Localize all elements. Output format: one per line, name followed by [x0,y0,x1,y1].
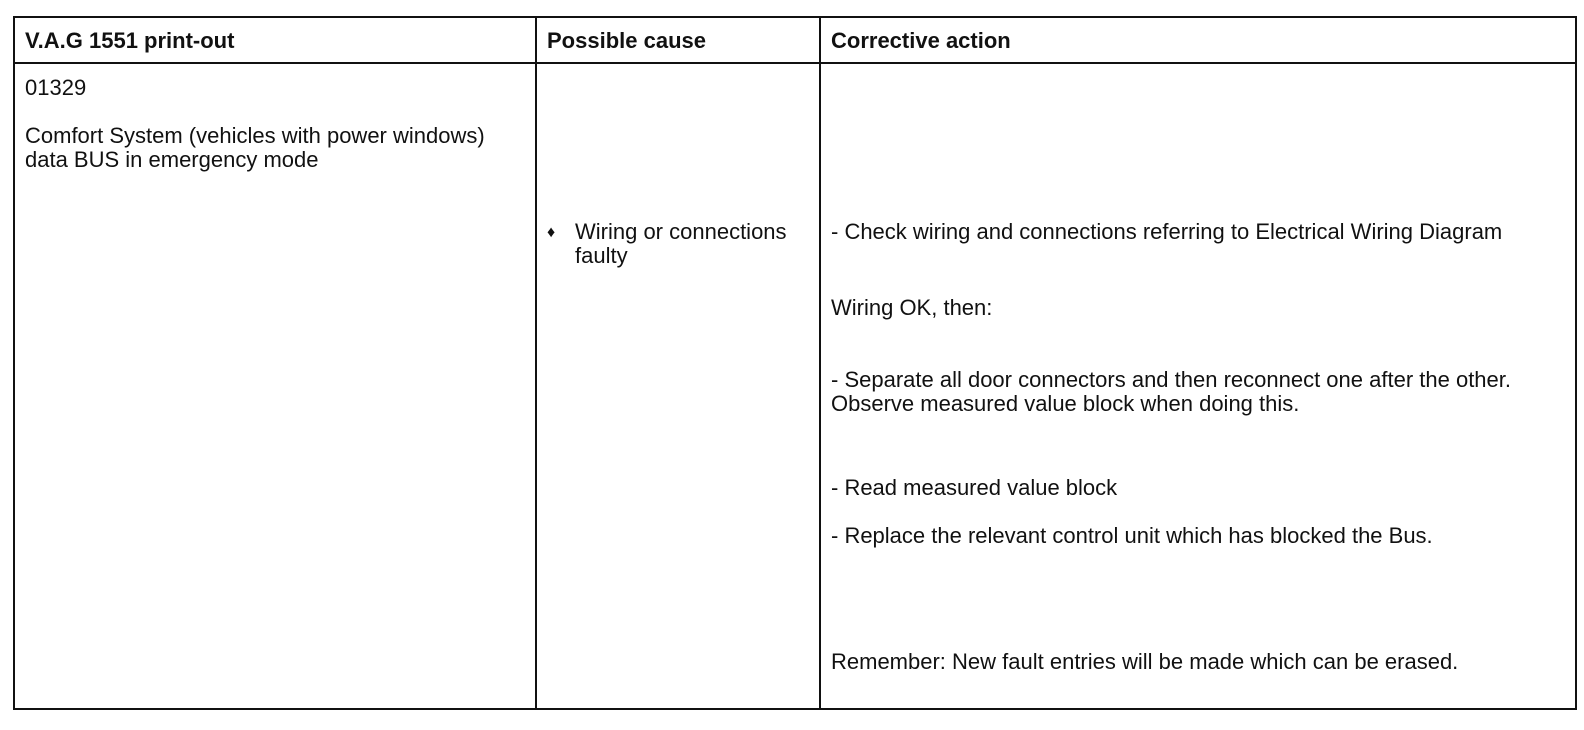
action-separate-connectors: - Separate all door connectors and then … [831,367,1512,416]
printout-cell: 01329 Comfort System (vehicles with powe… [15,64,537,708]
fault-table: V.A.G 1551 print-out Possible cause Corr… [13,16,1577,710]
action-replace-unit: - Replace the relevant control unit whic… [831,523,1433,548]
fault-description: Comfort System (vehicles with power wind… [25,123,485,172]
cause-cell: ♦ Wiring or connections faulty [537,64,821,708]
action-remember-note: Remember: New fault entries will be made… [831,649,1459,674]
bullet-diamond-icon: ♦ [547,224,556,241]
action-wiring-ok: Wiring OK, then: [831,295,993,320]
header-possible-cause: Possible cause [537,18,821,64]
cause-text: Wiring or connections faulty [575,219,787,268]
action-read-block: - Read measured value block [831,475,1118,500]
action-check-wiring: - Check wiring and connections referring… [831,219,1503,244]
header-printout: V.A.G 1551 print-out [15,18,537,64]
cause-item: ♦ Wiring or connections faulty [547,220,807,268]
header-corrective-action: Corrective action [821,18,1575,64]
fault-code: 01329 [25,75,87,100]
action-cell: - Check wiring and connections referring… [821,64,1575,708]
